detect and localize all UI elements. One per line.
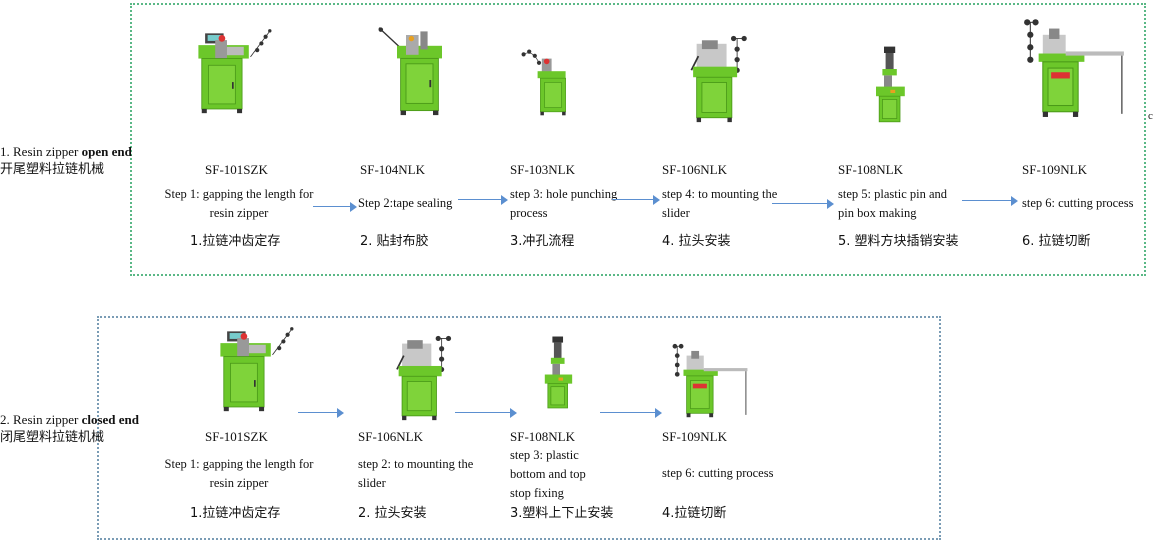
step-description: step 4: to mounting the slider [662,187,778,220]
open-end-group-border [130,3,1146,276]
step-description: step 5: plastic pin and pin box making [838,187,948,220]
flow-arrow [313,202,357,212]
step-description: Step 1: gapping the length for resin zip… [164,187,314,220]
model-label: SF-109NLK [1022,162,1088,177]
model-label: SF-106NLK [662,162,728,177]
machine-sf-103nlk-icon [518,40,588,122]
closed-end-label: 2. Resin zipper closed end 闭尾塑料拉链机械 [0,412,140,445]
machine-sf-108nlk-icon [522,326,598,420]
closed-end-group-border [97,316,941,540]
step-cn-label: 2. 贴封布胶 [360,234,429,249]
open-end-label: 1. Resin zipper open end 开尾塑料拉链机械 [0,144,132,177]
flow-arrow [455,408,517,418]
machine-sf-106nlk-icon [672,30,760,128]
machine-sf-101szk-icon [190,22,274,122]
step-cn-label: 1.拉链冲齿定存 [190,234,281,249]
machine-sf-101szk-icon [212,320,296,420]
step-description: Step 1: gapping the length for resin zip… [164,457,314,490]
step-description: step 3: plastic bottom and top stop fixi… [510,448,586,500]
machine-sf-109nlk-icon [664,340,756,418]
machine-sf-104nlk-icon [370,20,460,122]
flow-arrow [772,199,834,209]
model-label: SF-108NLK [510,429,576,444]
stray-text: c [1148,110,1153,122]
step-cn-label: 6. 拉链切断 [1022,234,1091,249]
step-cn-label: 2. 拉头安装 [358,506,427,521]
model-label: SF-101SZK [205,162,268,177]
step-cn-label: 3.塑料上下止安装 [510,506,614,521]
model-label: SF-104NLK [360,162,426,177]
step-description: step 6: cutting process [662,466,774,480]
model-label: SF-103NLK [510,162,576,177]
step-cn-label: 3.冲孔流程 [510,234,575,249]
model-label: SF-108NLK [838,162,904,177]
model-label: SF-101SZK [205,429,268,444]
step-cn-label: 5. 塑料方块插销安装 [838,234,959,249]
flow-arrow [298,408,344,418]
step-description: step 2: to mounting the slider [358,457,474,490]
model-label: SF-109NLK [662,429,728,444]
machine-sf-108nlk-icon [852,38,932,132]
model-label: SF-106NLK [358,429,424,444]
flow-arrow [458,195,508,205]
step-cn-label: 1.拉链冲齿定存 [190,506,281,521]
step-cn-label: 4.拉链切断 [662,506,727,521]
step-description: Step 2:tape sealing [358,196,453,210]
machine-sf-109nlk-icon [1012,14,1136,118]
flow-arrow [612,195,660,205]
flow-arrow [962,196,1018,206]
flow-arrow [600,408,662,418]
step-description: step 6: cutting process [1022,196,1134,210]
step-description: step 3: hole punching process [510,187,618,220]
step-cn-label: 4. 拉头安装 [662,234,731,249]
machine-sf-106nlk-icon [378,330,464,426]
